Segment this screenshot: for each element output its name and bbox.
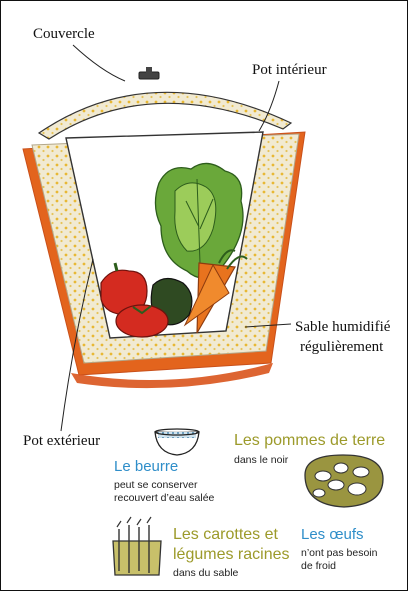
butter-bowl-icon <box>155 429 199 455</box>
potato-basket-icon <box>305 455 383 507</box>
butter-note-line1: peut se conserver <box>114 479 197 492</box>
carrots-note: dans du sable <box>173 567 238 580</box>
lid-label: Couvercle <box>33 26 95 43</box>
potatoes-note: dans le noir <box>234 454 288 467</box>
carrots-title-line2: légumes racines <box>173 547 290 564</box>
butter-title: Le beurre <box>114 459 178 475</box>
outer-pot-label: Pot extérieur <box>23 433 100 450</box>
carrots-title-line1: Les carottes et <box>173 527 278 544</box>
eggs-note-line2: de froid <box>301 560 336 573</box>
potatoes-title: Les pommes de terre <box>234 433 385 450</box>
butter-note-line2: recouvert d’eau salée <box>114 492 214 505</box>
root-vegetable-tub-icon <box>113 517 161 575</box>
eggs-note-line1: n’ont pas besoin <box>301 547 377 560</box>
tomato-icon <box>116 305 168 337</box>
sand-label-line1: Sable humidifié <box>295 319 390 336</box>
sand-label-line2: régulièrement <box>300 339 383 356</box>
inner-pot-label: Pot intérieur <box>252 62 327 79</box>
eggs-title: Les œufs <box>301 527 364 543</box>
